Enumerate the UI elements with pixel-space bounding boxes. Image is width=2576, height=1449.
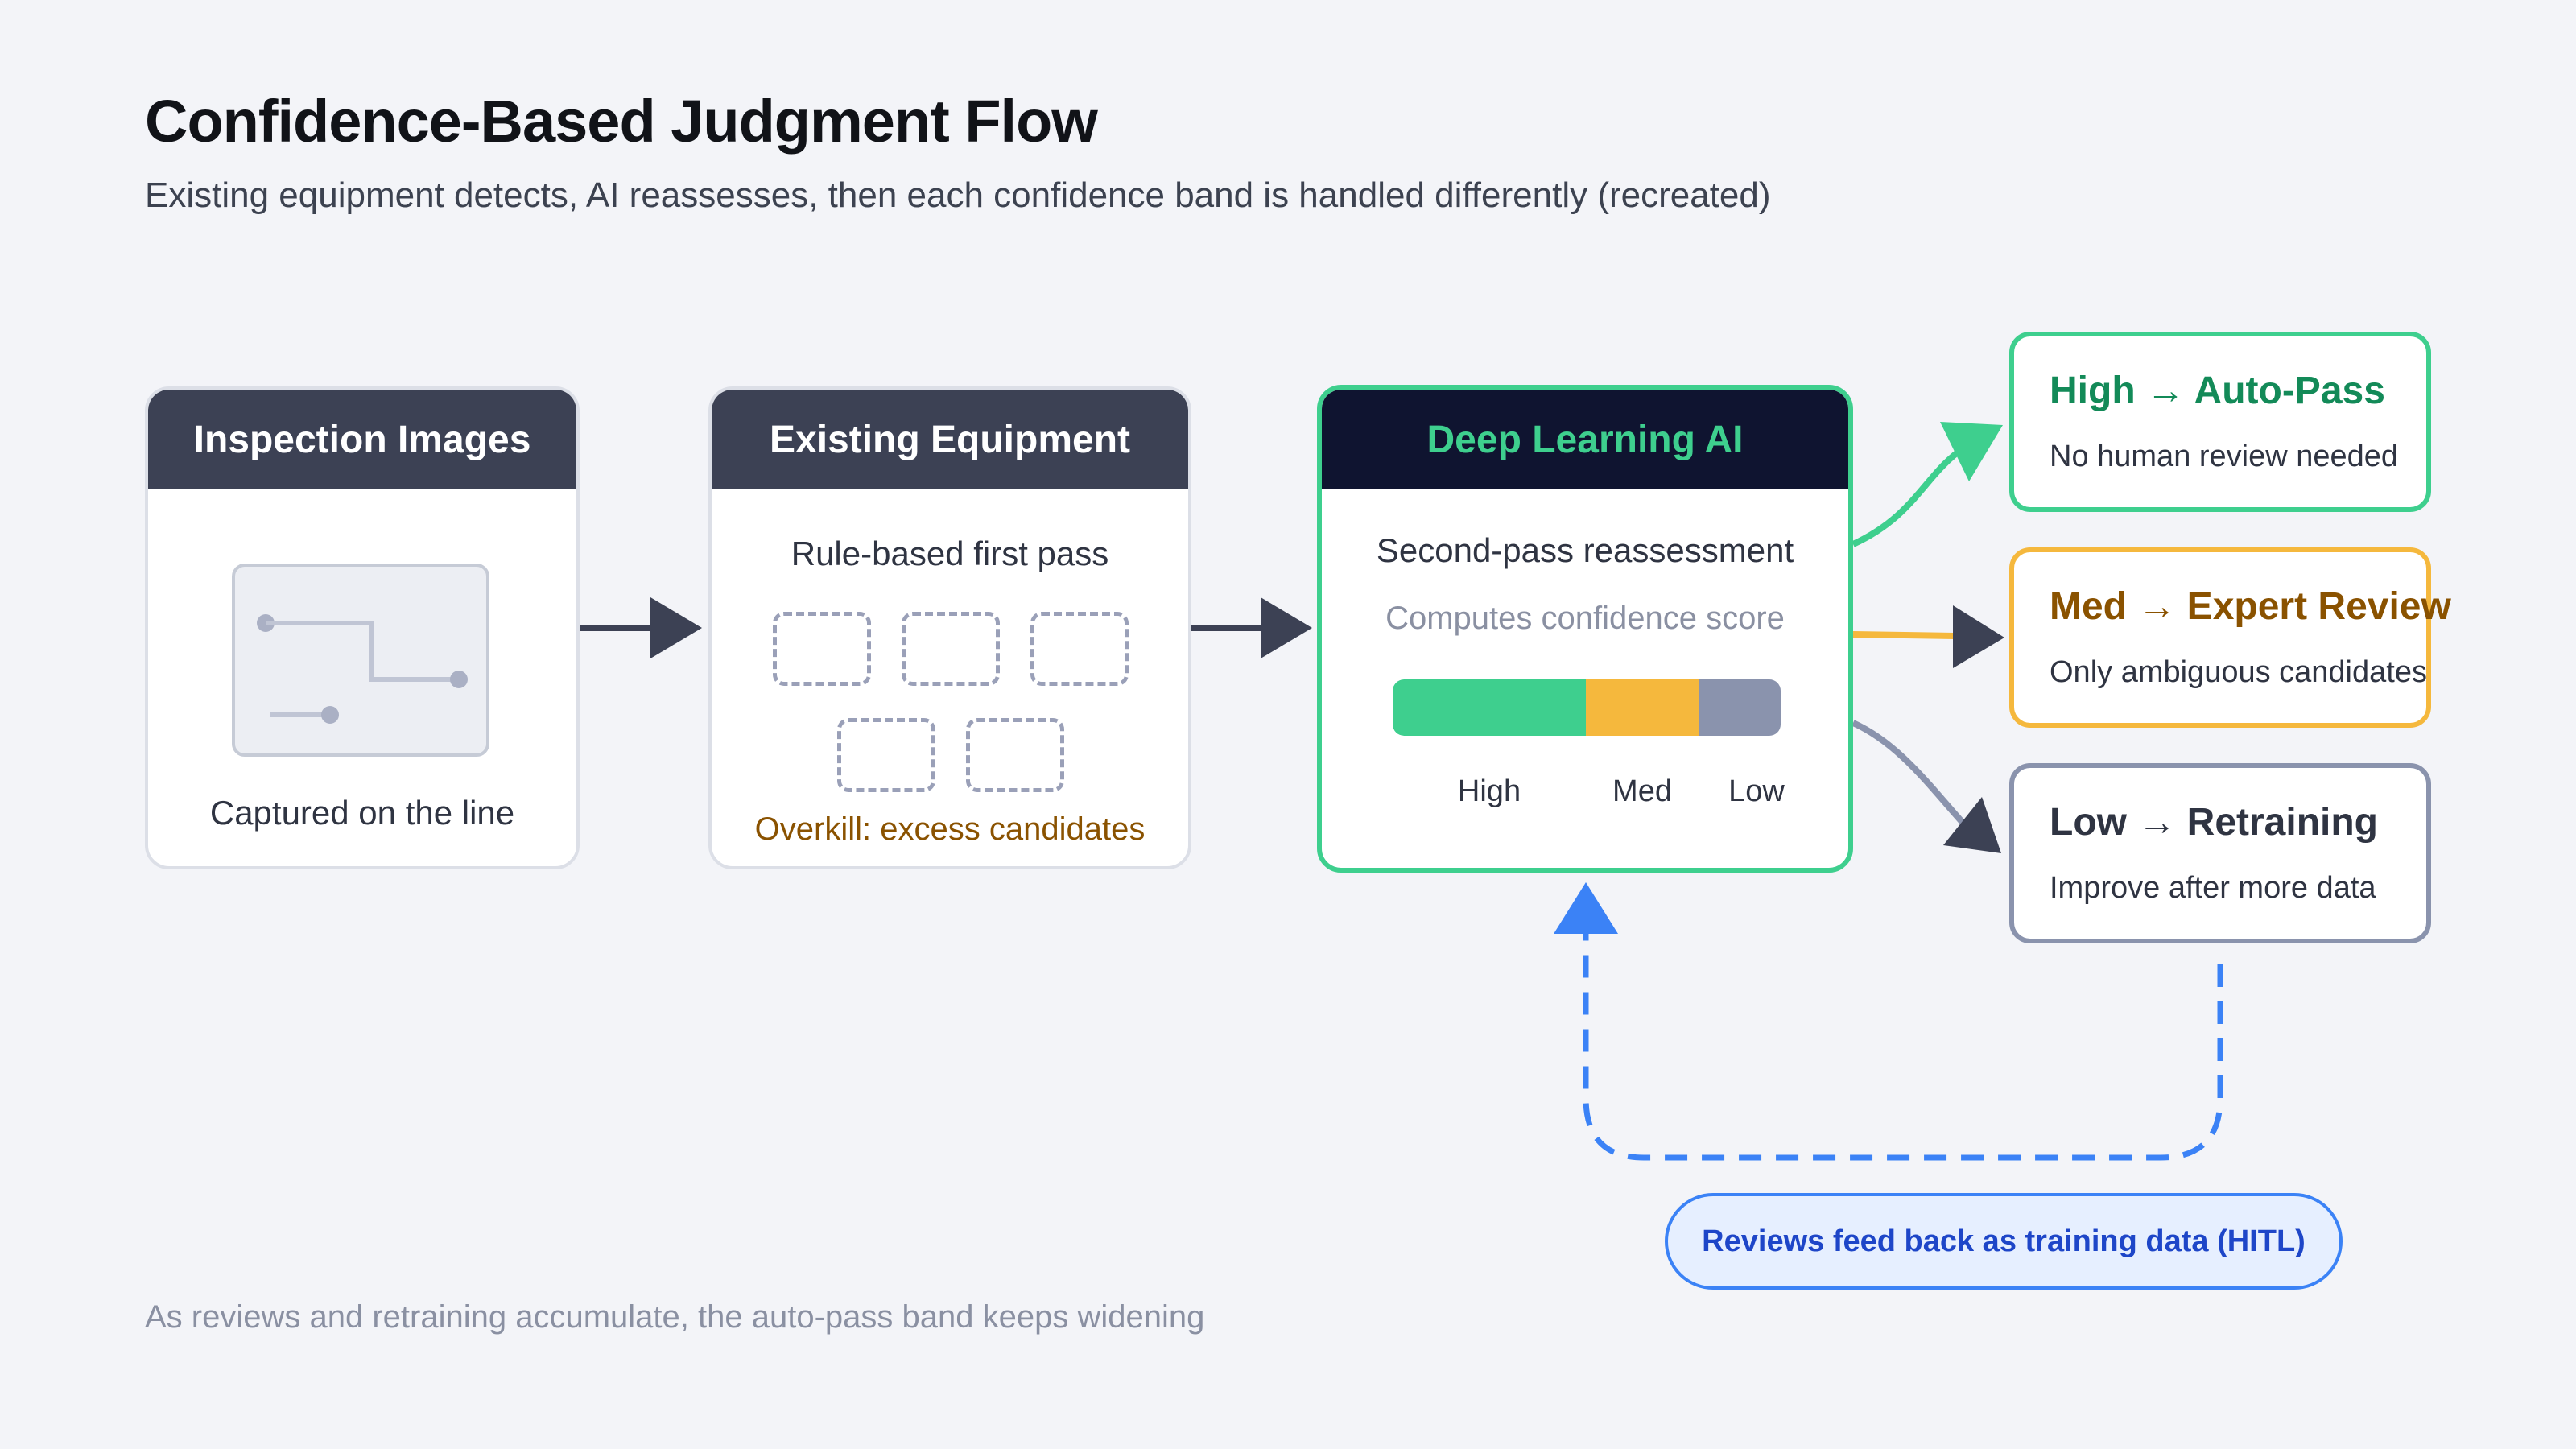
inspection-images-node: Inspection Images Captured on the line	[145, 386, 580, 869]
inspection-image-icon	[232, 564, 489, 757]
hitl-feedback-label: Reviews feed back as training data (HITL…	[1665, 1193, 2343, 1290]
ai-subcaption: Computes confidence score	[1385, 601, 1785, 636]
deep-learning-ai-node: Deep Learning AI Second-pass reassessmen…	[1317, 385, 1853, 873]
overkill-note: Overkill: excess candidates	[754, 811, 1146, 847]
existing-equipment-title: Existing Equipment	[712, 390, 1188, 489]
candidate-box	[837, 718, 935, 792]
outcome-high-box: High → Auto-Pass No human review needed	[2009, 332, 2431, 512]
existing-equipment-node: Existing Equipment Rule-based first pass…	[708, 386, 1191, 869]
inspection-images-title: Inspection Images	[148, 390, 576, 489]
outcome-med-desc: Only ambiguous candidates	[2050, 655, 2427, 689]
footer-note: As reviews and retraining accumulate, th…	[145, 1299, 1205, 1335]
inspection-images-caption: Captured on the line	[209, 794, 515, 832]
candidate-box	[902, 612, 1000, 686]
deep-learning-ai-title: Deep Learning AI	[1322, 390, 1848, 489]
arrow-equipment-to-ai	[1191, 597, 1312, 658]
band-label-high: High	[1457, 774, 1521, 808]
arrow-ai-to-low	[1852, 720, 2001, 853]
outcome-high-title: High → Auto-Pass	[2050, 369, 2385, 412]
candidate-box	[966, 718, 1064, 792]
arrow-images-to-equipment	[580, 597, 702, 658]
outcome-low-title: Low → Retraining	[2050, 801, 2378, 844]
confidence-segment-high	[1393, 679, 1586, 736]
band-label-low: Low	[1728, 774, 1785, 808]
outcome-med-title: Med → Expert Review	[2050, 585, 2451, 628]
outcome-low-desc: Improve after more data	[2050, 871, 2376, 905]
confidence-bar	[1393, 679, 1781, 736]
page-subtitle: Existing equipment detects, AI reassesse…	[145, 175, 1771, 215]
outcome-med-box: Med → Expert Review Only ambiguous candi…	[2009, 547, 2451, 728]
band-label-med: Med	[1612, 774, 1672, 808]
candidate-box	[773, 612, 871, 686]
outcome-high-desc: No human review needed	[2050, 440, 2399, 473]
arrow-ai-to-high	[1852, 422, 2003, 547]
ai-caption: Second-pass reassessment	[1376, 531, 1794, 569]
confidence-segment-low	[1699, 679, 1781, 736]
confidence-segment-med	[1586, 679, 1699, 736]
outcome-low-box: Low → Retraining Improve after more data	[2009, 763, 2431, 943]
arrow-ai-to-med	[1852, 605, 2004, 668]
page-title: Confidence-Based Judgment Flow	[145, 88, 1098, 155]
candidate-box	[1030, 612, 1129, 686]
existing-equipment-caption: Rule-based first pass	[791, 535, 1109, 572]
feedback-loop-arrow	[1554, 882, 2223, 1161]
